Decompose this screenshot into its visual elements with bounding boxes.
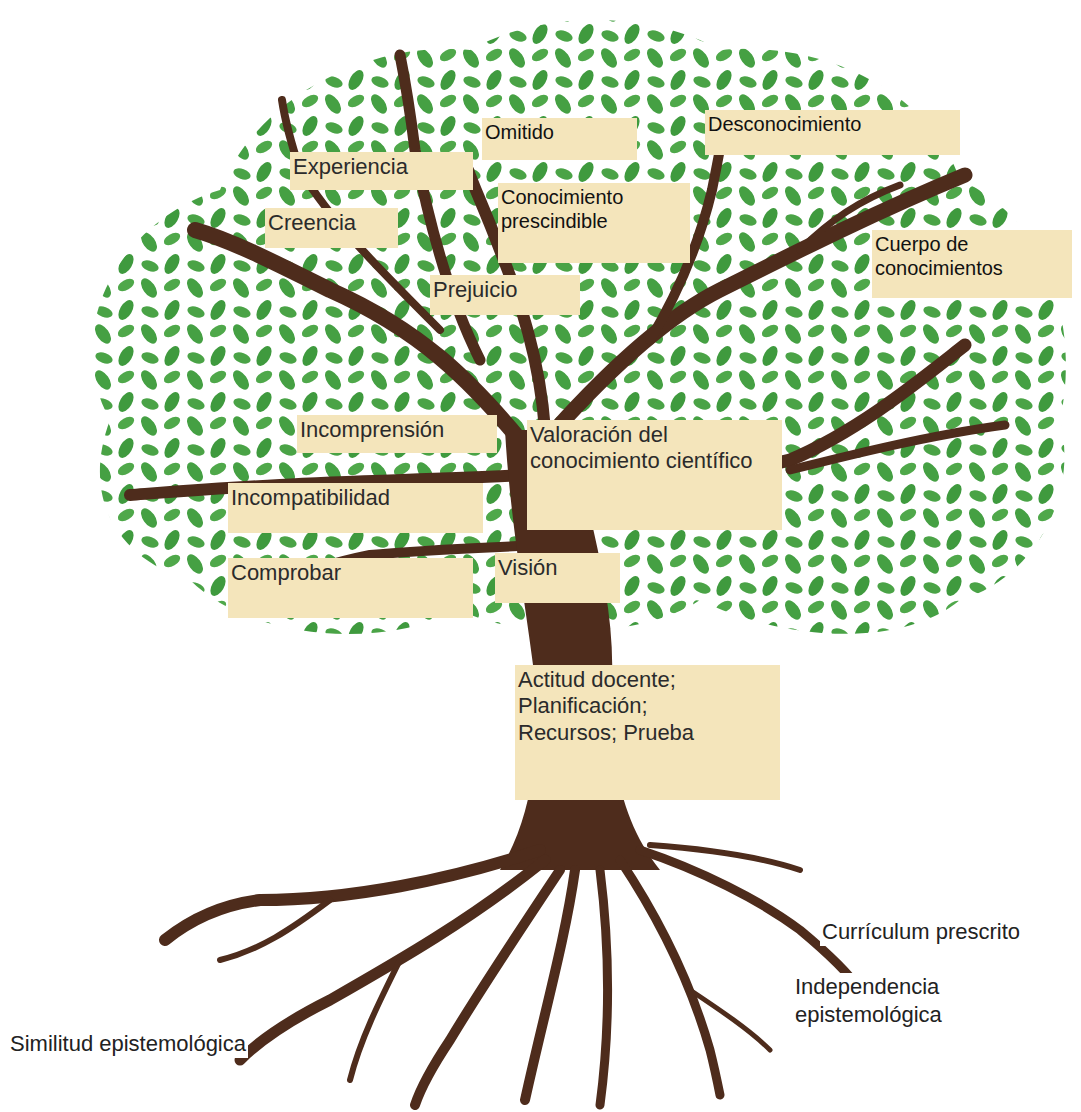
- box-text: Conocimiento prescindible: [501, 185, 681, 233]
- label-box: Desconocimiento: [705, 110, 960, 155]
- label-box: Valoración del conocimiento científico: [527, 420, 782, 530]
- label-box: Omitido: [482, 118, 637, 160]
- box-text: Experiencia: [293, 154, 408, 180]
- box-text: Valoración del conocimiento científico: [530, 422, 762, 475]
- box-text: Actitud docente; Planificación; Recursos…: [518, 667, 723, 746]
- root-label: Similitud epistemológica: [8, 1030, 248, 1058]
- box-text: Prejuicio: [433, 277, 517, 303]
- box-text: Creencia: [268, 210, 356, 236]
- label-box: Comprobar: [228, 558, 473, 618]
- root-label: Currículum prescrito: [820, 918, 1022, 946]
- label-box: Cuerpo de conocimientos: [872, 230, 1072, 298]
- box-text: Cuerpo de conocimientos: [875, 232, 1065, 280]
- box-text: Omitido: [485, 120, 554, 144]
- box-text: Comprobar: [231, 560, 341, 586]
- label-box: Incomprensión: [297, 415, 497, 453]
- roots: [165, 845, 860, 1105]
- box-text: Desconocimiento: [708, 112, 861, 136]
- label-box: Conocimiento prescindible: [498, 183, 690, 263]
- label-box: Experiencia: [290, 152, 473, 190]
- label-box: Creencia: [265, 208, 398, 248]
- box-text: Incompatibilidad: [231, 485, 390, 511]
- box-text: Incomprensión: [300, 417, 444, 443]
- branches: [130, 55, 1005, 592]
- label-box: Incompatibilidad: [228, 483, 483, 533]
- label-box: Actitud docente; Planificación; Recursos…: [515, 665, 780, 800]
- root-label: Independencia epistemológica: [793, 973, 977, 1028]
- label-box: Visión: [495, 553, 620, 603]
- box-text: Visión: [498, 555, 558, 581]
- label-box: Prejuicio: [430, 275, 580, 315]
